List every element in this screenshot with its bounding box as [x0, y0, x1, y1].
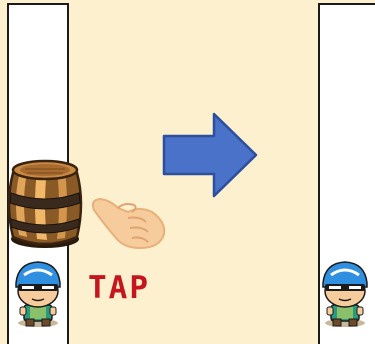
right-arrow-icon	[160, 112, 260, 198]
player-character-before	[8, 257, 68, 329]
tapping-hand-icon	[88, 188, 170, 250]
barrel-icon	[3, 155, 87, 250]
player-character-after	[315, 257, 375, 329]
tap-instruction-label: TAP	[88, 270, 150, 306]
